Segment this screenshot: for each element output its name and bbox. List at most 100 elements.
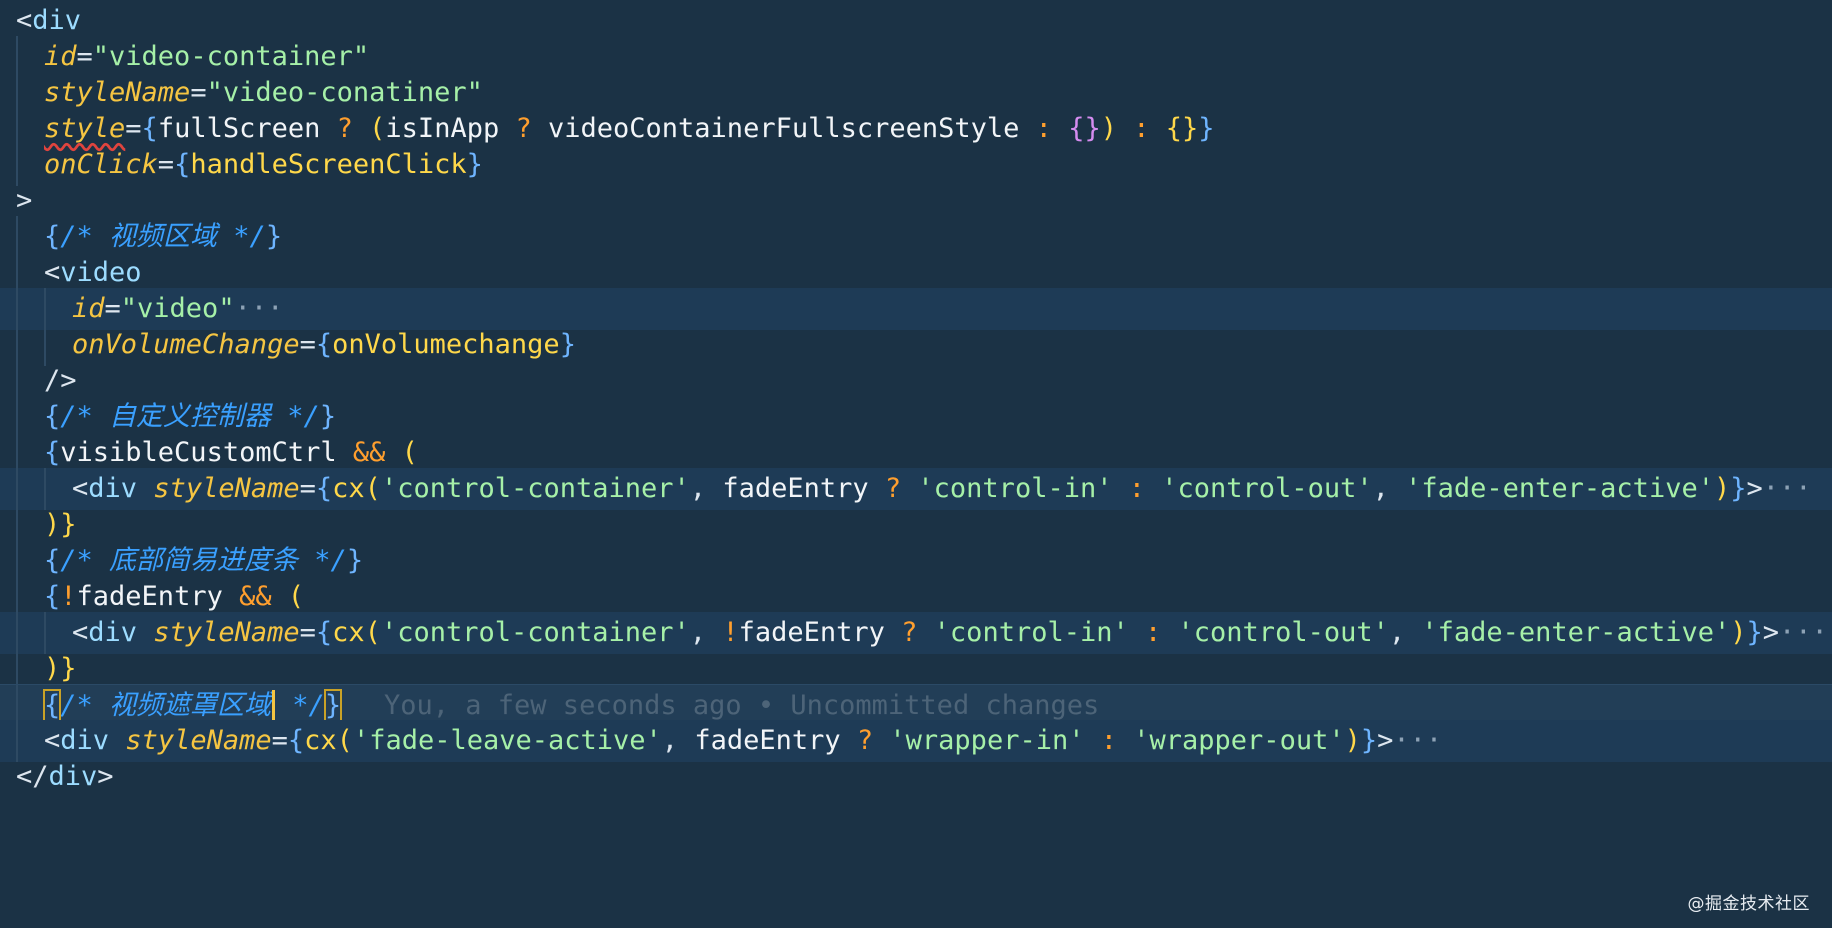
variable: visibleCustomCtrl (60, 437, 337, 468)
code-line[interactable]: style={fullScreen ? (isInApp ? videoCont… (0, 108, 1832, 150)
indent-guide (16, 720, 18, 762)
comma: , (1388, 617, 1422, 648)
brace: { (44, 437, 61, 468)
code-line-highlighted[interactable]: <div styleName={cx('fade-leave-active', … (0, 720, 1832, 762)
indent-guide (16, 540, 18, 582)
code-text: {visibleCustomCtrl && ( (44, 432, 418, 474)
string-literal: 'fade-enter-active' (1405, 473, 1714, 504)
logical-and-operator: && (336, 437, 402, 468)
code-line-highlighted[interactable]: <div styleName={cx('control-container', … (0, 468, 1832, 510)
comma: , (689, 617, 723, 648)
code-text: {/* 视频遮罩区域 */} (42, 685, 343, 727)
indent-guide (16, 685, 18, 727)
tag-open-bracket: < (44, 257, 61, 288)
code-line[interactable]: <video (0, 252, 1832, 294)
code-text: id="video-container" (44, 36, 369, 78)
code-line[interactable]: )} (0, 648, 1832, 690)
indent-guide (16, 432, 18, 474)
indent-guide (16, 108, 18, 150)
code-text: id="video"··· (72, 288, 283, 330)
tag-open-bracket: < (16, 5, 33, 36)
code-line[interactable]: onClick={handleScreenClick} (0, 144, 1832, 186)
equals-sign: = (76, 41, 93, 72)
attribute-name: onVolumeChange (72, 329, 300, 360)
attribute-name: styleName (153, 617, 300, 648)
code-line[interactable]: {/* 自定义控制器 */} (0, 396, 1832, 438)
fold-ellipsis-icon[interactable]: ··· (1393, 725, 1443, 756)
matched-brace: } (323, 689, 343, 722)
indent-guide (16, 504, 18, 546)
string-literal: 'control-container' (380, 473, 690, 504)
attribute-name: styleName (125, 725, 272, 756)
code-line[interactable]: > (0, 180, 1832, 222)
code-text: <div styleName={cx('control-container', … (72, 468, 1812, 510)
code-line[interactable]: {visibleCustomCtrl && ( (0, 432, 1832, 474)
tag-name: div (88, 617, 138, 648)
code-line-highlighted[interactable]: id="video"··· (0, 288, 1832, 330)
brace: } (265, 221, 283, 252)
variable: fadeEntry (76, 581, 223, 612)
code-line[interactable]: <div (0, 0, 1832, 42)
matched-brace: { (42, 689, 62, 722)
equals-sign: = (299, 617, 316, 648)
paren: ( (369, 113, 386, 144)
paren: ( (364, 473, 381, 504)
ternary-operator: ? (320, 113, 370, 144)
code-text: <div (16, 0, 81, 42)
equals-sign: = (299, 329, 316, 360)
tag-name: div (88, 473, 138, 504)
comma: , (661, 725, 695, 756)
attribute-value: "video" (120, 293, 235, 324)
code-line[interactable]: id="video-container" (0, 36, 1832, 78)
comma: , (689, 473, 723, 504)
code-line[interactable]: onVolumeChange={onVolumechange} (0, 324, 1832, 366)
code-text: {!fadeEntry && ( (44, 576, 304, 618)
code-line[interactable]: </div> (0, 756, 1832, 798)
code-line[interactable]: )} (0, 504, 1832, 546)
paren: ( (401, 437, 418, 468)
fold-ellipsis-icon[interactable]: ··· (1779, 617, 1828, 648)
ternary-colon: : (1128, 617, 1178, 648)
string-literal: 'control-out' (1177, 617, 1389, 648)
attribute-value: "video-conatiner" (206, 77, 483, 108)
current-code-line[interactable]: {/* 视频遮罩区域 */} You, a few seconds ago • … (0, 684, 1832, 727)
paren: ) (1344, 725, 1361, 756)
code-line[interactable]: {/* 底部简易进度条 */} (0, 540, 1832, 582)
code-line-highlighted[interactable]: <div styleName={cx('control-container', … (0, 612, 1832, 654)
string-literal: 'control-container' (380, 617, 690, 648)
code-text: </div> (16, 756, 114, 798)
code-text: {/* 视频区域 */} (44, 216, 282, 258)
comment: /* 自定义控制器 */ (60, 401, 320, 432)
fold-ellipsis-icon[interactable]: ··· (234, 293, 284, 324)
closing-paren-brace: )} (44, 653, 77, 684)
comment: */ (276, 690, 325, 721)
logical-and-operator: && (222, 581, 288, 612)
fold-ellipsis-icon[interactable]: ··· (1762, 473, 1812, 504)
indent-guide (16, 252, 18, 294)
attribute-name-error[interactable]: style (44, 113, 126, 144)
code-line[interactable]: /> (0, 360, 1832, 402)
code-text: > (16, 180, 32, 222)
closing-paren-brace: )} (44, 509, 77, 540)
ternary-colon: : (1019, 113, 1069, 144)
tag-name: video (60, 257, 142, 288)
ternary-colon: : (1112, 473, 1162, 504)
code-line[interactable]: styleName="video-conatiner" (0, 72, 1832, 114)
brace: } (1198, 113, 1215, 144)
indent-guide (44, 468, 46, 510)
variable: fadeEntry (738, 617, 885, 648)
git-blame-annotation: You, a few seconds ago • Uncommitted cha… (384, 690, 1100, 721)
code-text: onClick={handleScreenClick} (44, 144, 483, 186)
indent-guide (16, 72, 18, 114)
brace: } (1730, 473, 1747, 504)
code-line[interactable]: {!fadeEntry && ( (0, 576, 1832, 618)
variable: fadeEntry (722, 473, 869, 504)
code-text: )} (44, 648, 77, 690)
indent-guide (16, 396, 18, 438)
brace: { (44, 221, 61, 252)
tag-close-bracket: > (1746, 473, 1763, 504)
equals-sign: = (271, 725, 288, 756)
code-line[interactable]: {/* 视频区域 */} (0, 216, 1832, 258)
ternary-operator: ? (840, 725, 890, 756)
